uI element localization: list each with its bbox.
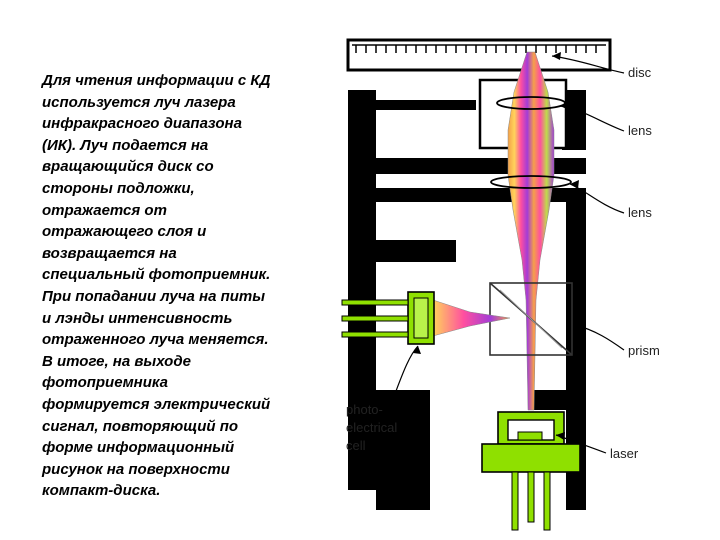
description-line: (ИК). Луч подается на xyxy=(42,136,209,154)
laser-diode xyxy=(481,411,581,531)
description-line: отражается от xyxy=(42,201,167,219)
label-lens-upper: lens xyxy=(628,123,652,138)
description-line: рисунок на поверхности xyxy=(42,460,230,478)
description-text: Для чтения информации с КД используется … xyxy=(42,70,334,502)
description-line: вращающийся диск со xyxy=(42,158,214,176)
description-line: используется луч лазера xyxy=(42,93,236,111)
description-line: форме информационный xyxy=(42,439,235,457)
upper-lens xyxy=(496,96,566,110)
label-laser: laser xyxy=(610,446,639,461)
description-line: стороны подложки, xyxy=(42,179,195,197)
description-line: и лэнды интенсивность xyxy=(42,309,233,327)
label-photo-line3: cell xyxy=(346,438,366,453)
description-line: инфракрасного диапазона xyxy=(42,115,242,133)
label-lens-lower: lens xyxy=(628,205,652,220)
label-prism: prism xyxy=(628,343,660,358)
description-line: В итоге, на выходе xyxy=(42,352,191,370)
description-line: возвращается на xyxy=(42,244,177,262)
description-line: При попадании луча на питы xyxy=(42,287,266,305)
photo-electrical-cell xyxy=(341,291,435,345)
reflected-beam xyxy=(432,299,511,337)
lower-lens xyxy=(490,175,572,189)
description-line: отраженного луча меняется. xyxy=(42,331,269,349)
description-line: Для чтения информации с КД xyxy=(42,72,271,89)
description-line: фотоприемника xyxy=(42,374,169,392)
laser-beam xyxy=(507,51,555,411)
label-photo-line2: electrical xyxy=(346,420,397,435)
description-line: формируется электрический xyxy=(42,395,271,413)
leader-arrowheads xyxy=(413,52,584,440)
label-disc: disc xyxy=(628,65,652,80)
disc xyxy=(346,38,612,72)
description-line: сигнал, повторяющий по xyxy=(42,417,239,435)
description-line: компакт-диска. xyxy=(42,482,161,500)
description-line: специальный фотоприемник. xyxy=(42,266,271,284)
description-line: отражающего слоя и xyxy=(42,223,207,241)
label-photo-line1: photo- xyxy=(346,402,383,417)
